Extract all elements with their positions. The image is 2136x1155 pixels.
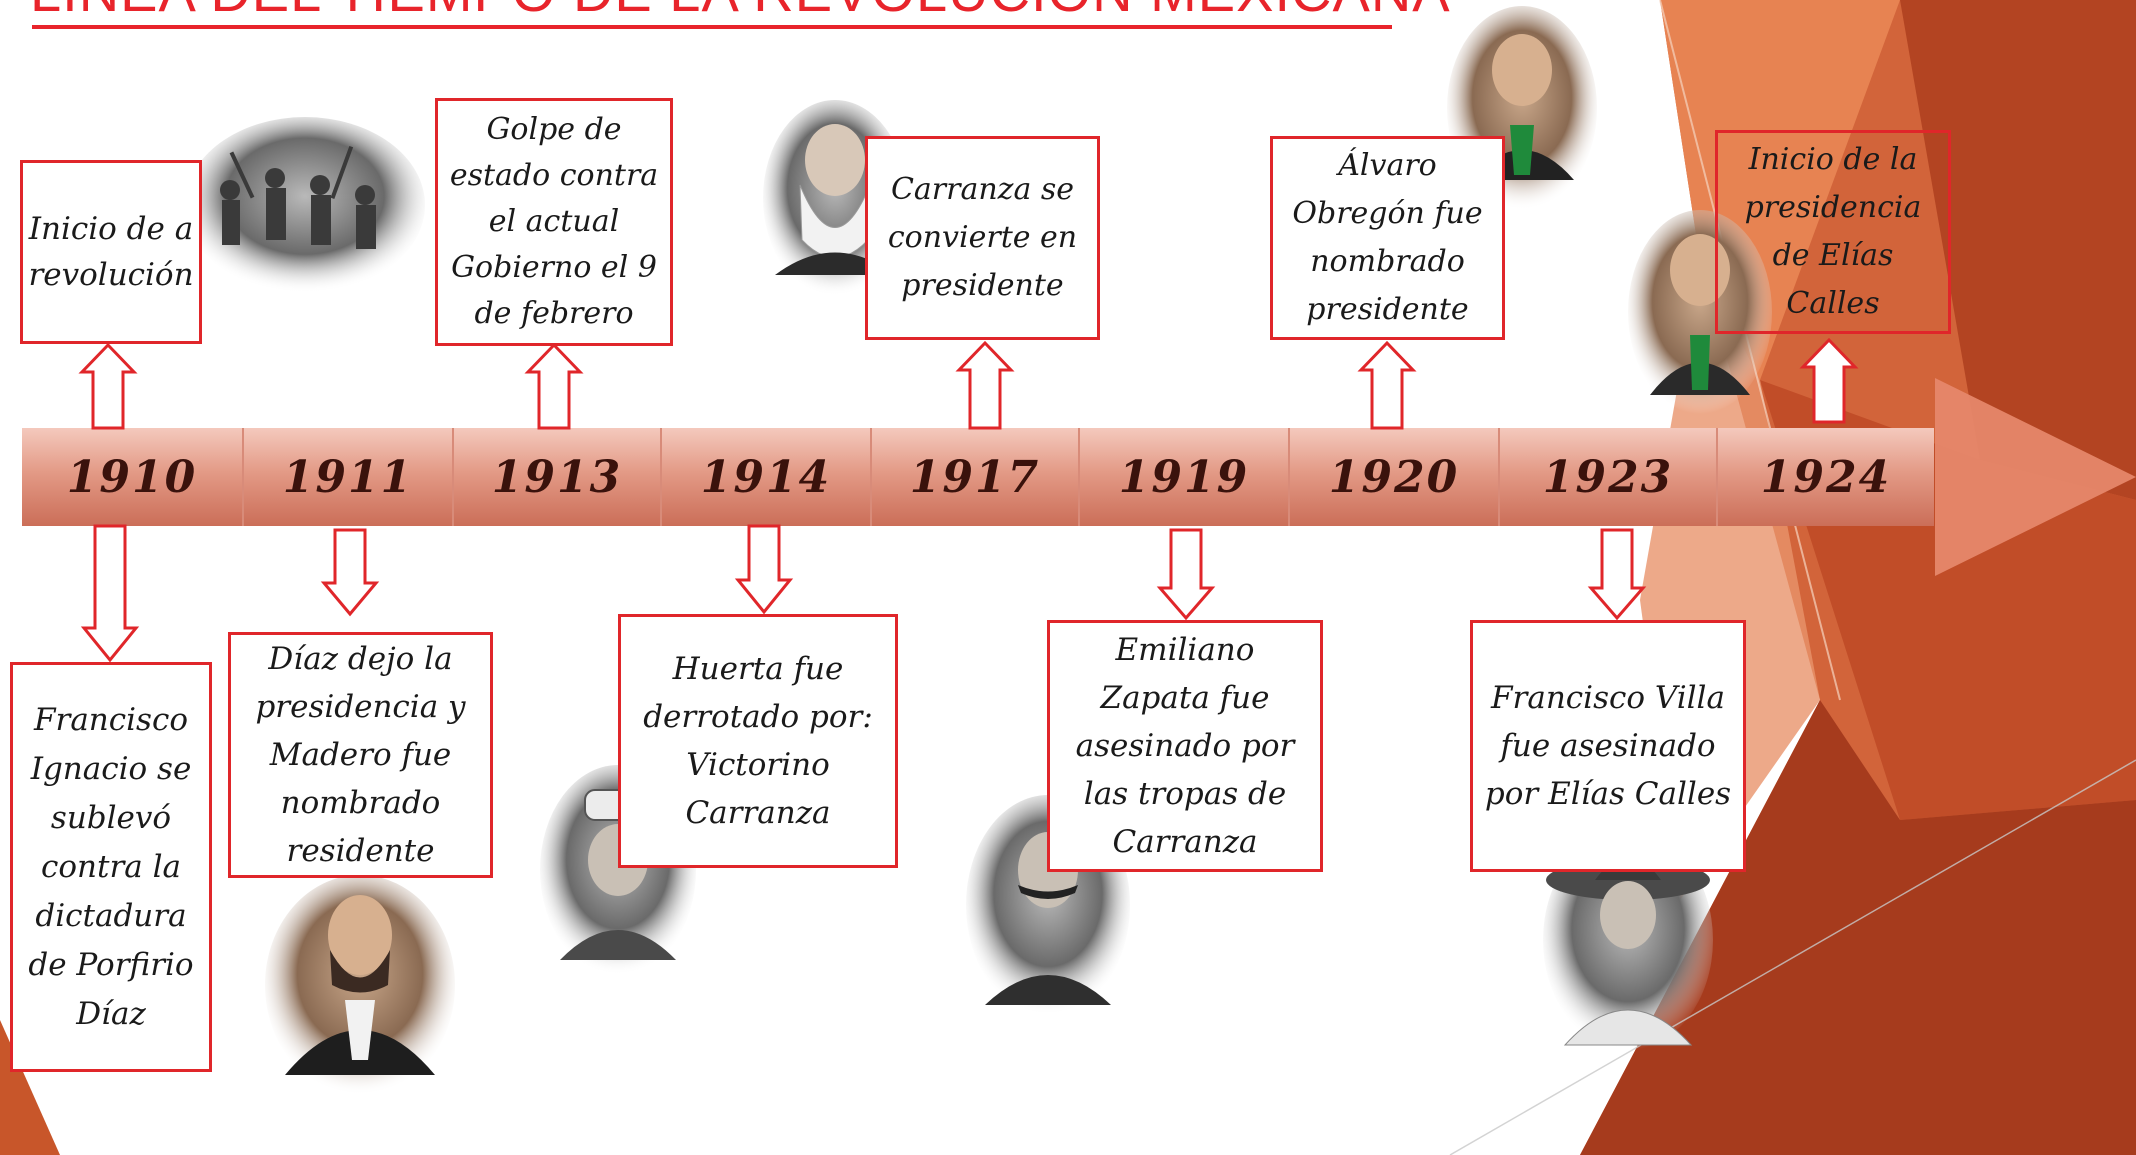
timeline-bar: 1910 1911 1913 1914 1917 1919 1920 1923 … — [22, 428, 1934, 526]
year-1914: 1914 — [662, 428, 872, 526]
event-box-1911-bottom: Díaz dejo la presidencia y Madero fue no… — [228, 632, 493, 878]
event-box-1919-bottom: Emiliano Zapata fue asesinado por las tr… — [1047, 620, 1323, 872]
year-1924: 1924 — [1718, 428, 1934, 526]
year-1923: 1923 — [1500, 428, 1718, 526]
bg-facet-bottom — [1580, 700, 2136, 1155]
bg-facet-dark — [1900, 0, 2136, 500]
year-1911: 1911 — [244, 428, 454, 526]
madero-portrait — [265, 875, 455, 1095]
title-underline — [32, 25, 1392, 29]
hollow-down-arrow-icon — [1587, 528, 1647, 621]
hollow-down-arrow-icon — [80, 524, 140, 663]
hollow-down-arrow-icon — [734, 524, 794, 615]
year-1919: 1919 — [1080, 428, 1290, 526]
event-text: Inicio de a revolución — [28, 211, 194, 293]
year-1920: 1920 — [1290, 428, 1500, 526]
hollow-up-arrow-icon — [524, 342, 584, 430]
year-1910: 1910 — [22, 428, 244, 526]
event-text: Golpe de estado contra el actual Gobiern… — [449, 112, 659, 331]
event-box-1920-top: Álvaro Obregón fue nombrado presidente — [1270, 136, 1505, 340]
year-1913: 1913 — [454, 428, 662, 526]
hollow-down-arrow-icon — [320, 528, 380, 617]
timeline-arrowhead — [1935, 378, 2136, 576]
revolution-crowd-photo — [185, 117, 425, 293]
event-text: Huerta fue derrotado por: Victorino Carr… — [643, 651, 873, 831]
event-box-1910-top: Inicio de a revolución — [20, 160, 202, 344]
year-1917: 1917 — [872, 428, 1080, 526]
hollow-up-arrow-icon — [78, 342, 138, 430]
hollow-up-arrow-icon — [1357, 340, 1417, 430]
event-text: Carranza se convierte en presidente — [887, 172, 1078, 303]
event-box-1910-bottom: Francisco Ignacio se sublevó contra la d… — [10, 662, 212, 1072]
event-box-1917-top: Carranza se convierte en presidente — [865, 136, 1100, 340]
event-box-1924-top: Inicio de la presidencia de Elías Calles — [1715, 130, 1951, 334]
hollow-down-arrow-icon — [1156, 528, 1216, 621]
event-text: Emiliano Zapata fue asesinado por las tr… — [1075, 632, 1295, 860]
event-text: Francisco Ignacio se sublevó contra la d… — [28, 701, 194, 1032]
hollow-up-arrow-icon — [955, 340, 1015, 430]
event-box-1914-bottom: Huerta fue derrotado por: Victorino Carr… — [618, 614, 898, 868]
event-text: Díaz dejo la presidencia y Madero fue no… — [255, 641, 466, 869]
event-box-1923-bottom: Francisco Villa fue asesinado por Elías … — [1470, 620, 1746, 872]
event-text: Inicio de la presidencia de Elías Calles — [1744, 142, 1922, 321]
page-title: LÍNEA DEL TIEMPO DE LA REVOLUCIÓN MEXICA… — [30, 0, 1451, 22]
hollow-up-arrow-icon — [1799, 337, 1859, 424]
event-text: Francisco Villa fue asesinado por Elías … — [1484, 680, 1732, 812]
bg-line — [1449, 759, 2136, 1155]
event-box-1913-top: Golpe de estado contra el actual Gobiern… — [435, 98, 673, 346]
event-text: Álvaro Obregón fue nombrado presidente — [1292, 148, 1483, 327]
